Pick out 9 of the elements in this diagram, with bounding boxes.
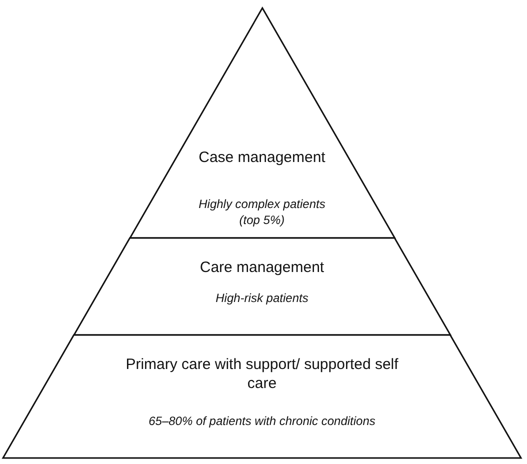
tier-description: 65–80% of patients with chronic conditions — [148, 413, 376, 429]
tier-description: High-risk patients — [214, 290, 310, 306]
tier-heading: Care management — [198, 258, 326, 277]
tier-heading: Case management — [198, 148, 326, 167]
tier-heading: Primary care with support/ supported self care — [124, 355, 400, 393]
pyramid-tier-triangle — [130, 8, 394, 238]
pyramid-tier-band — [74, 238, 450, 335]
pyramid-tier-band — [3, 335, 521, 458]
tier-description: Highly complex patients (top 5%) — [198, 196, 326, 228]
